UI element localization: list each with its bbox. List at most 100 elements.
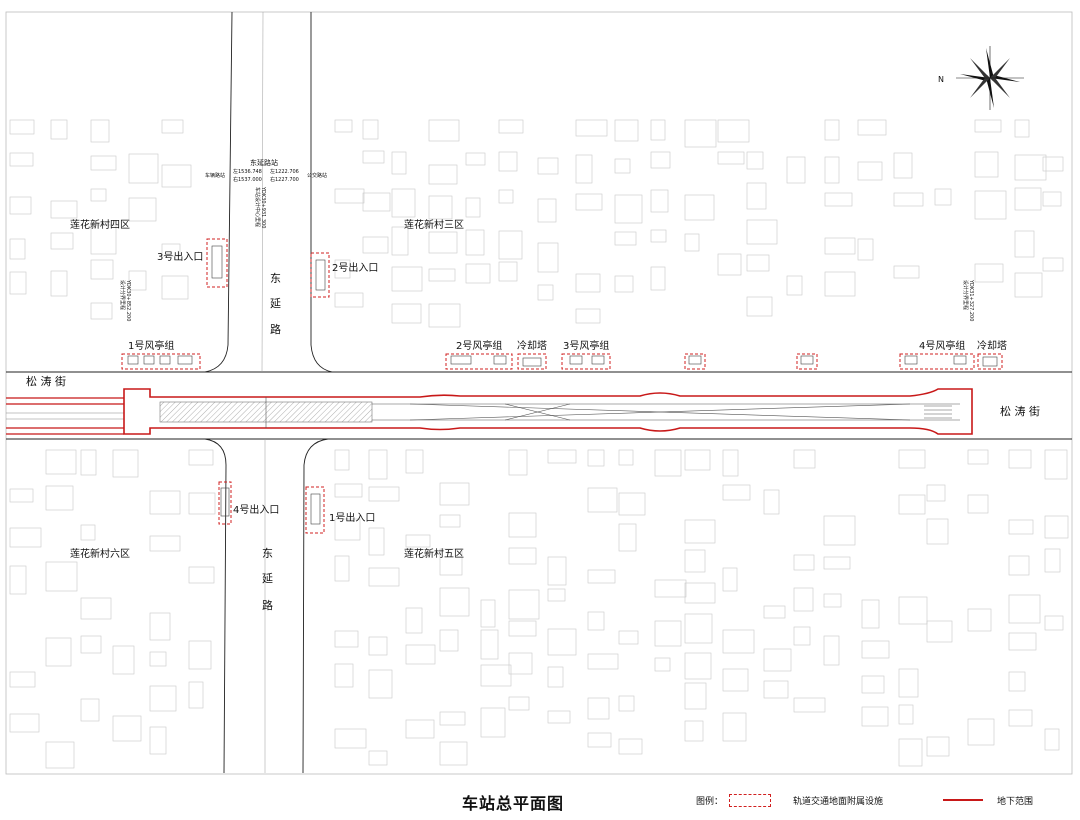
building-outline <box>334 292 364 308</box>
facility-details <box>127 245 998 525</box>
building-outline <box>587 569 616 584</box>
building-outline <box>684 613 713 644</box>
building-outline <box>9 196 32 215</box>
cooling-mid-label: 冷却塔 <box>517 339 547 352</box>
building-outline <box>824 237 856 255</box>
building-outline <box>50 200 78 219</box>
building-outline <box>508 652 533 675</box>
building-outline <box>149 726 167 755</box>
building-outline <box>428 119 460 142</box>
building-outline <box>934 188 952 206</box>
building-outline <box>45 485 74 511</box>
east-boundary-label: 设计分界里程 <box>962 280 969 310</box>
building-outline <box>1008 709 1033 727</box>
entrance-2-box <box>310 252 330 298</box>
building-outline <box>465 263 491 284</box>
building-outline <box>428 231 458 254</box>
building-outline <box>362 192 391 212</box>
west-boundary-label: 设计分界里程 <box>119 280 126 310</box>
building-outline <box>9 119 35 135</box>
building-outline <box>898 704 914 725</box>
north-arrow-icon: N <box>938 46 1024 110</box>
building-outline <box>893 265 920 279</box>
building-outline <box>722 449 739 477</box>
building-outline <box>926 484 946 502</box>
building-outline <box>112 715 142 742</box>
fac-a-box <box>684 353 706 370</box>
road-dongyan-north-2: 延 <box>270 297 281 310</box>
building-outline <box>498 230 523 260</box>
building-outline <box>405 719 435 739</box>
building-outline <box>405 607 423 634</box>
building-outline <box>684 519 716 544</box>
building-outline <box>926 518 949 545</box>
building-outline <box>128 270 147 291</box>
building-outline <box>614 119 639 142</box>
building-outline <box>587 449 605 467</box>
building-outline <box>684 549 706 573</box>
building-outline <box>362 236 389 254</box>
building-outline <box>746 151 764 170</box>
building-outline <box>508 512 537 538</box>
building-outline <box>1014 230 1035 258</box>
district-sw-label: 莲花新村六区 <box>70 547 130 560</box>
entrance-2-label: 2号出入口 <box>332 261 378 274</box>
building-outline <box>587 611 605 631</box>
building-outline <box>368 567 400 587</box>
entrance-4-box <box>218 481 232 525</box>
drawing-frame <box>5 11 1073 775</box>
building-outline <box>50 119 68 140</box>
entrance-structures <box>121 238 1003 534</box>
building-outline <box>9 488 34 503</box>
building-outline <box>508 589 540 620</box>
building-outline <box>128 197 157 222</box>
building-outline <box>1042 257 1064 272</box>
bus-stop-west-label: 车辆路站 <box>205 172 225 179</box>
building-outline <box>1014 154 1047 181</box>
building-outline <box>722 484 751 501</box>
building-outline <box>391 188 416 218</box>
building-outline <box>188 449 214 466</box>
building-outline <box>823 556 851 570</box>
building-outline <box>508 620 537 637</box>
vent-1-box <box>121 353 201 370</box>
building-outline <box>428 195 453 220</box>
district-nw-label: 莲花新村四区 <box>70 218 130 231</box>
building-outline <box>508 449 528 476</box>
building-outline <box>439 741 468 766</box>
building-outline <box>45 741 75 769</box>
building-outline <box>45 637 72 667</box>
vent-4-label: 4号风亭组 <box>919 339 965 352</box>
building-outline <box>746 182 767 210</box>
building-outline <box>1044 615 1064 631</box>
building-outline <box>80 635 102 654</box>
entrance-3-box <box>206 238 228 288</box>
building-outline <box>898 738 923 767</box>
building-outline <box>857 161 883 181</box>
building-outline <box>188 640 212 670</box>
building-outline <box>537 198 557 223</box>
building-outline <box>149 490 181 515</box>
building-outline <box>654 449 682 477</box>
building-outline <box>334 728 367 749</box>
building-outline <box>149 685 177 712</box>
building-outline <box>9 271 27 295</box>
building-outline <box>650 119 666 141</box>
building-outline <box>824 156 840 184</box>
building-outline <box>974 119 1002 133</box>
road-dongyan-south-1: 东 <box>262 547 273 560</box>
building-outline <box>898 596 928 625</box>
building-outline <box>161 243 181 257</box>
building-outline <box>1014 119 1030 138</box>
building-outline <box>722 567 738 592</box>
building-outline <box>684 119 717 148</box>
building-outline <box>80 524 96 541</box>
entrance-1-label: 1号出入口 <box>329 511 375 524</box>
cooling-east-label: 冷却塔 <box>977 339 1007 352</box>
building-outline <box>967 608 992 632</box>
building-outline <box>893 192 924 207</box>
building-outline <box>618 492 646 516</box>
building-outline <box>1014 272 1043 298</box>
cooling-east-box <box>977 353 1003 370</box>
building-outline <box>90 119 110 143</box>
